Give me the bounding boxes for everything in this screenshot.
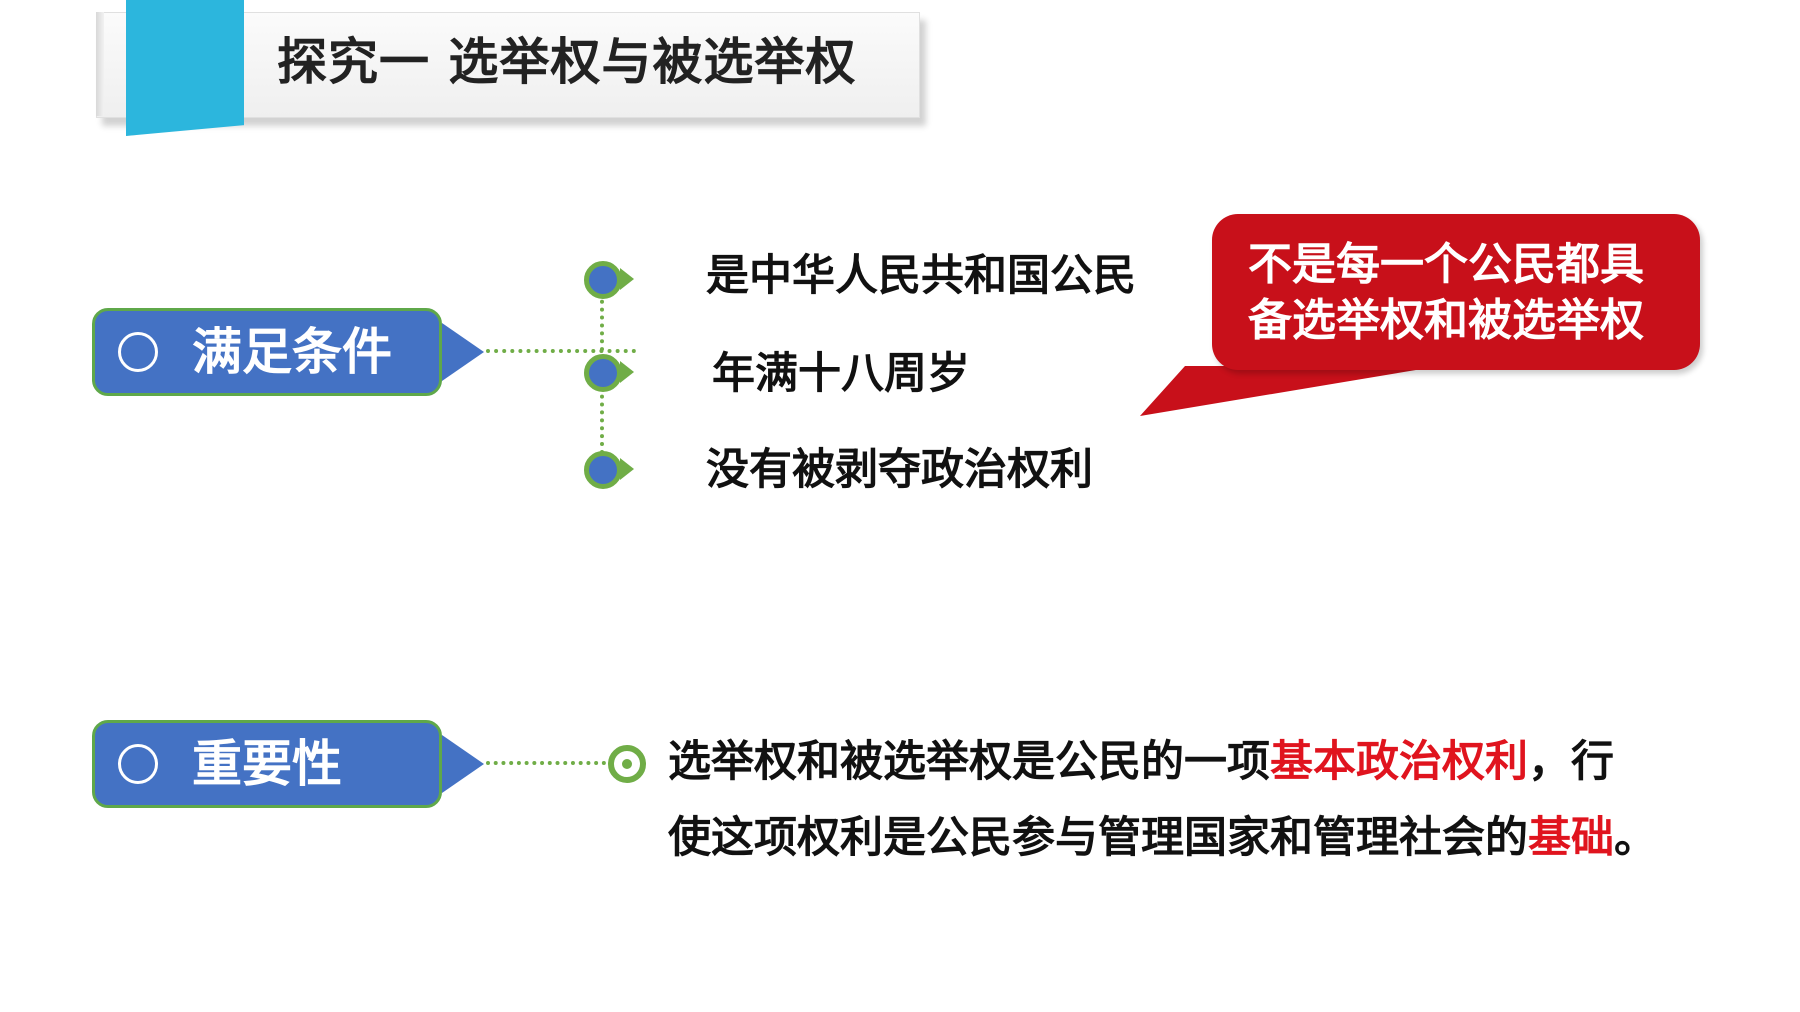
bullet-dot-icon [584,451,622,489]
importance-label-arrow [442,735,484,793]
condition-item-age: 年满十八周岁 [712,349,970,399]
highlight-basic-political-right: 基本政治权利 [1270,737,1528,787]
importance-text: 使这项权利是公民参与管理国家和管理社会的 [668,813,1528,863]
bullet-dot-icon [584,354,622,392]
circle-icon [118,744,158,784]
importance-text: 选举权和被选举权是公民的一项 [668,737,1270,787]
conditions-connector [486,349,636,353]
conditions-label-text: 满足条件 [192,323,392,381]
importance-text: 。 [1614,813,1657,863]
bullet-pointer-icon [620,268,634,290]
highlight-foundation: 基础 [1528,813,1614,863]
conditions-label-arrow [442,323,484,381]
callout-line-2: 备选举权和被选举权 [1248,295,1644,346]
importance-text: ，行 [1528,737,1614,787]
callout-bubble [1212,214,1700,370]
importance-connector [486,761,606,765]
importance-line-1: 选举权和被选举权是公民的一项基本政治权利，行 [668,724,1678,800]
bullet-pointer-icon [620,458,634,480]
importance-label-text: 重要性 [192,735,342,793]
callout-tail [1140,366,1440,416]
importance-line-2: 使这项权利是公民参与管理国家和管理社会的基础。 [668,800,1678,876]
condition-item-rights: 没有被剥夺政治权利 [706,445,1093,495]
title-banner-edge [96,12,104,116]
ring-center-icon [622,759,632,769]
circle-icon [118,332,158,372]
ring-bullet-icon [608,745,646,783]
condition-item-citizen: 是中华人民共和国公民 [706,251,1136,301]
bullet-dot-icon [584,261,622,299]
callout-line-1: 不是每一个公民都具 [1248,239,1644,290]
bullet-pointer-icon [620,361,634,383]
page-title: 探究一 选举权与被选举权 [277,33,857,91]
title-accent-block [126,0,244,136]
